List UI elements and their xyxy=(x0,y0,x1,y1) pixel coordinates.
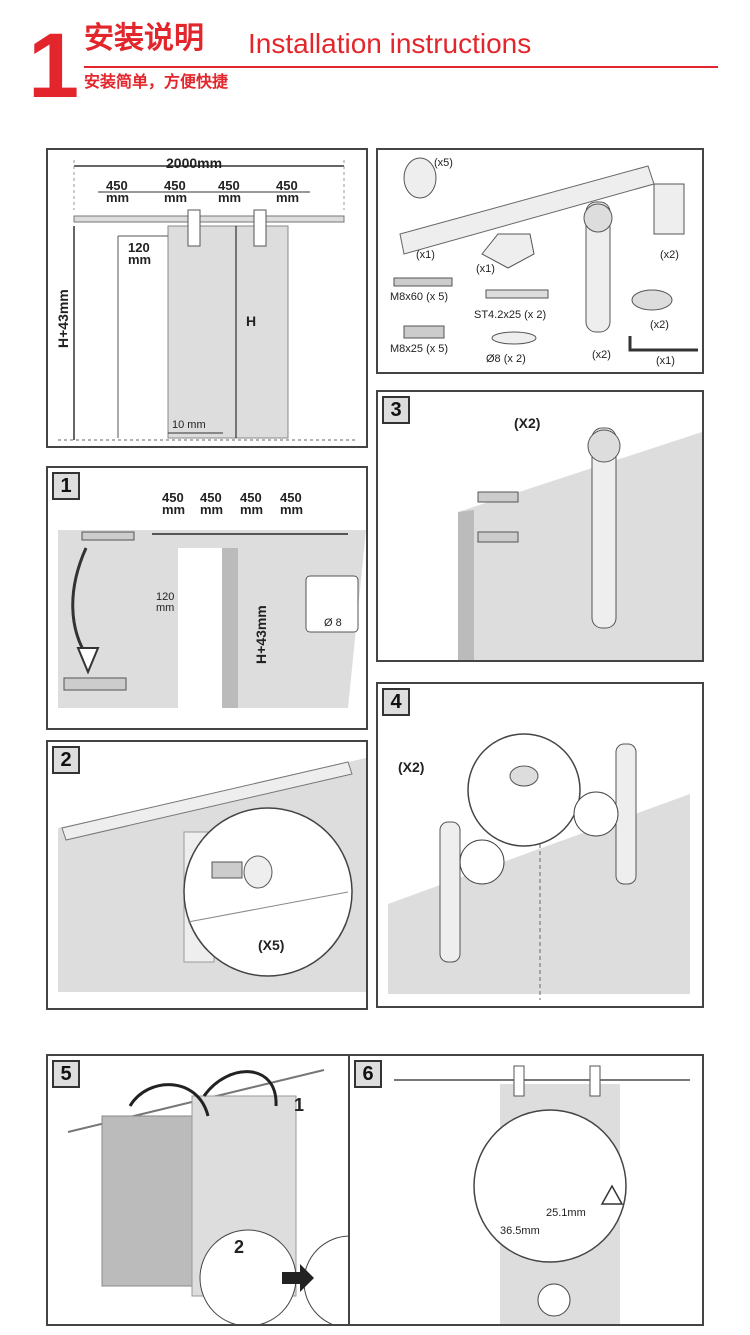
step-5-drawing xyxy=(67,1069,354,1324)
step-3-badge: 3 xyxy=(382,396,410,424)
step-1-spacing-2: 450 mm xyxy=(200,490,224,517)
qty-floor-guide: (x1) xyxy=(476,263,495,275)
step-2-badge: 2 xyxy=(52,746,80,774)
step-2-qty: (X5) xyxy=(258,937,285,953)
step-1-badge: 1 xyxy=(52,472,80,500)
height-label: H+43mm xyxy=(55,289,71,348)
step-1-height: H+43mm xyxy=(253,605,269,664)
door-height-label: H xyxy=(246,313,257,329)
gap-label: 10 mm xyxy=(172,419,206,431)
spacing-label-3: 450 mm xyxy=(218,178,242,205)
step-6-panel: 6 25.1mm 36.5mm xyxy=(348,1054,704,1326)
overview-diagram: 2000mm 450 mm 450 mm 450 mm 450 mm 120 m… xyxy=(46,148,368,448)
step-1-drill-size: Ø 8 xyxy=(324,617,342,629)
washer-label: Ø8 (x 2) xyxy=(486,353,526,365)
bolt-short-label: M8x25 (x 5) xyxy=(390,343,449,355)
spacing-label-2: 450 mm xyxy=(164,178,188,205)
step-4-badge: 4 xyxy=(382,688,410,716)
header-rule xyxy=(84,66,718,68)
title-chinese: 安装说明 xyxy=(84,21,204,56)
step-6-dim-2: 36.5mm xyxy=(500,1225,540,1237)
step-6-badge: 6 xyxy=(354,1060,382,1088)
total-width-label: 2000mm xyxy=(166,155,223,171)
subtitle-chinese: 安装简单，方便快捷 xyxy=(84,72,229,91)
spacing-label-4: 450 mm xyxy=(276,178,300,205)
offset-label: 120 mm xyxy=(128,240,152,267)
step-3-panel: 3 (X2) xyxy=(376,390,704,662)
parts-list: (x5) (x1) (x1) (x2) M8x60 (x 5) ST4.2x25… xyxy=(376,148,704,374)
step-6-dim-1: 25.1mm xyxy=(546,1207,586,1219)
step-1-spacing-4: 450 mm xyxy=(280,490,304,517)
qty-wrench: (x1) xyxy=(656,355,675,367)
spacing-label-1: 450 mm xyxy=(106,178,130,205)
qty-roller-stopper: (x5) xyxy=(434,157,453,169)
page-header: 1 安装说明 Installation instructions 安装简单，方便… xyxy=(0,0,750,117)
step-2-panel: 2 (X5) xyxy=(46,740,368,1010)
step-1-spacing-3: 450 mm xyxy=(240,490,264,517)
step-4-drawing xyxy=(388,733,690,1000)
step-1-panel: 1 450 mm 450 mm 450 mm 450 mm 120 mm H+4… xyxy=(46,466,368,730)
qty-anti-jump: (x2) xyxy=(660,249,679,261)
step-3-drawing xyxy=(458,427,702,660)
title-english: Installation instructions xyxy=(248,28,532,59)
section-number: 1 xyxy=(28,15,80,117)
step-5-badge: 5 xyxy=(52,1060,80,1088)
step-2-drawing xyxy=(58,758,366,992)
step-1-drawing xyxy=(58,530,366,708)
qty-hanger: (x2) xyxy=(592,349,611,361)
step-6-drawing xyxy=(394,1065,690,1324)
step-4-qty: (X2) xyxy=(398,759,425,775)
step-1-offset: 120 mm xyxy=(156,591,175,614)
qty-rail: (x1) xyxy=(416,249,435,261)
step-1-spacing-1: 450 mm xyxy=(162,490,186,517)
step-4-panel: 4 (X2) xyxy=(376,682,704,1008)
step-5-panel: 5 1 2 xyxy=(46,1054,356,1326)
screw-label: ST4.2x25 (x 2) xyxy=(474,309,547,321)
parts-drawing xyxy=(393,157,698,352)
step-3-qty: (X2) xyxy=(514,415,541,431)
step-5-callout-2: 2 xyxy=(234,1237,245,1257)
overview-drawing xyxy=(58,160,358,441)
step-5-callout-1: 1 xyxy=(294,1095,305,1115)
qty-stopper: (x2) xyxy=(650,319,669,331)
bolt-long-label: M8x60 (x 5) xyxy=(390,291,449,303)
